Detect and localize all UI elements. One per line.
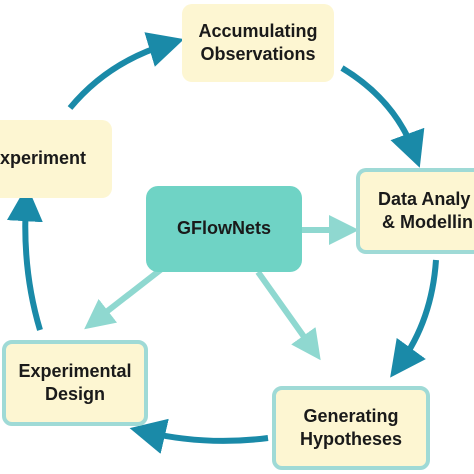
node-experimental-design: Experimental Design <box>2 340 148 426</box>
arrow-experiment-to-accumulating <box>67 32 185 110</box>
node-data-analysis: Data Analy & Modellin <box>356 168 474 254</box>
node-gflownets-label: GFlowNets <box>176 218 271 239</box>
node-generating-hypotheses: Generating Hypotheses <box>272 386 430 470</box>
arrow-analysis-to-hypotheses <box>390 259 439 378</box>
arrow-center-to-hypotheses <box>255 270 321 361</box>
arrow-design-to-experiment <box>6 185 43 331</box>
node-gflownets: GFlowNets <box>146 186 302 272</box>
node-accumulating-line-1: Accumulating <box>198 20 318 41</box>
node-hypotheses-line-1: Generating <box>303 405 399 426</box>
node-hypotheses-line-2: Hypotheses <box>299 429 403 449</box>
node-design-line-2: Design <box>44 384 105 404</box>
node-experiment: xperiment <box>0 120 112 198</box>
arrow-accumulating-to-analysis <box>340 65 425 168</box>
arrow-hypotheses-to-design <box>129 418 269 454</box>
node-analysis-line-2: & Modellin <box>382 212 473 232</box>
arrow-center-to-design <box>84 261 170 330</box>
node-accumulating-line-2: Observations <box>200 44 316 64</box>
node-experiment-label: xperiment <box>0 148 87 169</box>
node-analysis-line-1: Data Analy <box>378 188 471 209</box>
node-accumulating-observations: Accumulating Observations <box>182 4 334 82</box>
node-design-line-1: Experimental <box>18 360 132 381</box>
